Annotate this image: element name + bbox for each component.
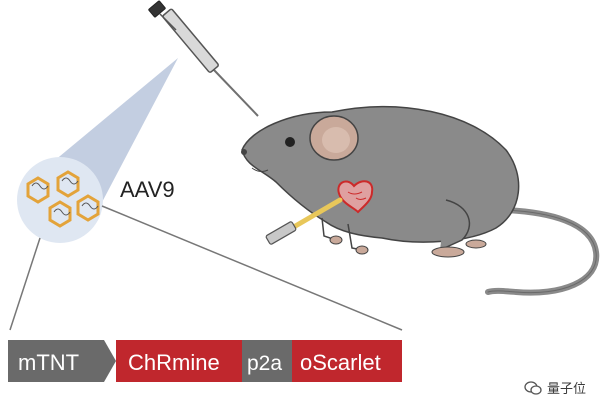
chat-bubble-icon [524, 380, 542, 395]
mouse-nose [241, 149, 247, 155]
syringe-icon [148, 0, 259, 117]
gene-construct: mTNT ChRmine p2a oScarlet [8, 340, 402, 382]
zoom-line-right [101, 205, 403, 331]
virus-capsid-icon [76, 194, 100, 222]
construct-label-chrmine: ChRmine [128, 350, 220, 375]
watermark-text: 量子位 [546, 382, 586, 397]
construct-label-mtnt: mTNT [18, 350, 79, 375]
construct-segment-chrmine [116, 340, 242, 382]
virus-label: AAV9 [120, 177, 175, 202]
virus-closeup [17, 157, 103, 243]
mouse-hind-leg [439, 199, 471, 251]
virus-capsid-icon [26, 176, 50, 204]
construct-segment-mtnt [8, 340, 116, 382]
mouse-illustration [241, 106, 600, 296]
virus-capsid-icon [56, 170, 80, 198]
construct-segment-p2a [242, 340, 292, 382]
construct-label-p2a: p2a [247, 352, 282, 375]
construct-label-oscarlet: oScarlet [300, 350, 381, 375]
mouse-eye [285, 137, 295, 147]
optical-fiber [265, 197, 343, 245]
heart-icon [337, 180, 374, 214]
zoom-line-left [9, 237, 41, 331]
virus-capsid-icon [48, 200, 72, 228]
watermark: 量子位 [524, 378, 586, 397]
mouse-body [241, 106, 520, 243]
mouse-hind-foot [431, 246, 465, 258]
construct-segment-oscarlet [292, 340, 402, 382]
